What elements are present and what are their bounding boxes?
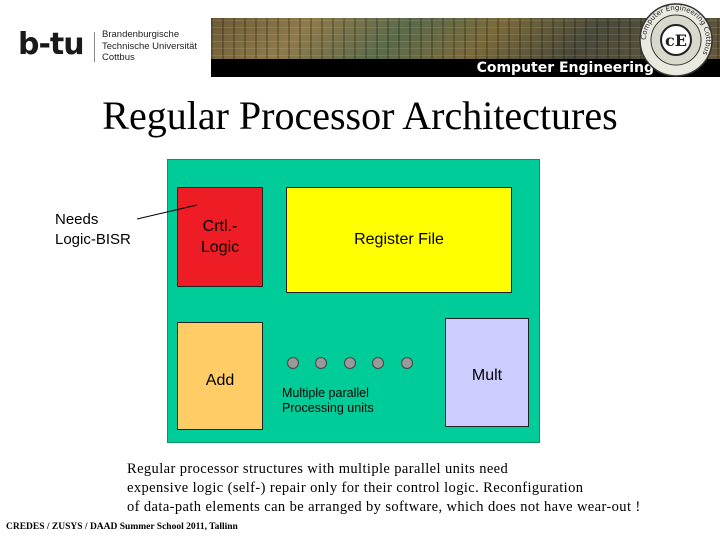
slide-title: Regular Processor Architectures xyxy=(0,92,720,140)
processing-units-caption-line-2: Processing units xyxy=(282,401,374,416)
banner-title: Computer Engineering xyxy=(477,59,654,77)
emblem-center-text: cE xyxy=(665,31,687,50)
bisr-note: Needs Logic-BISR xyxy=(55,210,131,250)
logo-line-3: Cottbus xyxy=(102,52,197,64)
description-line-2: expensive logic (self-) repair only for … xyxy=(127,479,641,498)
add-unit-label: Add xyxy=(206,372,234,390)
mult-unit-label: Mult xyxy=(472,367,502,385)
slide-footer: CREDES / ZUSYS / DAAD Summer School 2011… xyxy=(6,522,238,532)
mult-unit-block: Mult xyxy=(445,318,529,427)
control-logic-block: Crtl.- Logic xyxy=(177,187,263,287)
register-file-block: Register File xyxy=(286,187,512,293)
logo-mark: b-tu xyxy=(18,26,84,64)
control-logic-label-1: Crtl.- xyxy=(203,216,238,237)
processing-units-caption: Multiple parallel Processing units xyxy=(282,386,374,416)
control-logic-label-2: Logic xyxy=(201,237,239,258)
processing-unit xyxy=(401,357,413,369)
description-line-3: of data-path elements can be arranged by… xyxy=(127,498,641,517)
processing-unit xyxy=(287,357,299,369)
description-text: Regular processor structures with multip… xyxy=(127,460,641,517)
logo-line-1: Brandenburgische xyxy=(102,29,197,41)
logo-divider xyxy=(94,32,95,62)
logo-line-2: Technische Universität xyxy=(102,41,197,53)
processing-unit xyxy=(372,357,384,369)
processing-unit xyxy=(315,357,327,369)
add-unit-block: Add xyxy=(177,322,263,430)
bisr-note-line-1: Needs xyxy=(55,210,131,230)
processing-unit xyxy=(344,357,356,369)
university-logo: b-tu Brandenburgische Technische Univers… xyxy=(18,26,208,70)
register-file-label: Register File xyxy=(354,231,444,249)
computer-engineering-emblem: Computer Engineering Cottbus cE xyxy=(634,0,718,80)
logo-text: Brandenburgische Technische Universität … xyxy=(102,29,197,64)
processing-units-caption-line-1: Multiple parallel xyxy=(282,386,374,401)
description-line-1: Regular processor structures with multip… xyxy=(127,460,641,479)
bisr-note-line-2: Logic-BISR xyxy=(55,230,131,250)
